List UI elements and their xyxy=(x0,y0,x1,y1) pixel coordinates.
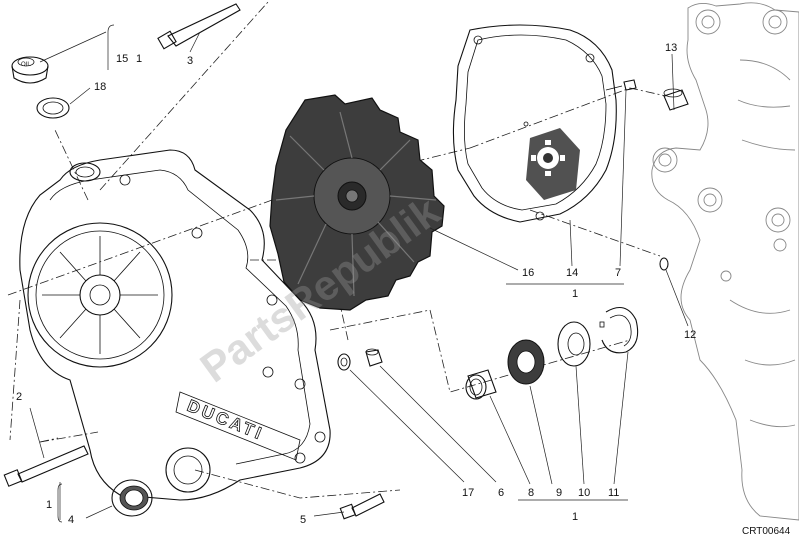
callout-8: 8 xyxy=(528,487,534,499)
callout-5: 5 xyxy=(300,514,306,526)
plug-6 xyxy=(365,348,383,367)
callout-1-left: 1 xyxy=(46,499,52,511)
o-ring-18 xyxy=(36,97,70,119)
callout-1-upper: 1 xyxy=(572,288,578,300)
callout-7: 7 xyxy=(615,267,621,279)
oil-filler-cap: OIL xyxy=(11,56,49,84)
dowel-13 xyxy=(663,88,689,111)
callout-1: 1 xyxy=(136,53,142,65)
bolt-5 xyxy=(339,493,385,520)
callout-14: 14 xyxy=(566,267,578,279)
callout-9: 9 xyxy=(556,487,562,499)
callout-2: 2 xyxy=(16,391,22,403)
inner-clutch-cover xyxy=(269,94,445,311)
seal-4 xyxy=(111,479,153,517)
gear-icon xyxy=(526,128,580,200)
callout-3: 3 xyxy=(187,55,193,67)
callout-18: 18 xyxy=(94,81,106,93)
oil-seal-9 xyxy=(507,339,545,385)
washer-17 xyxy=(337,353,351,371)
callout-6: 6 xyxy=(498,487,504,499)
screw-7 xyxy=(605,79,637,91)
outer-clutch-cover xyxy=(452,24,617,223)
svg-text:OIL: OIL xyxy=(21,62,31,68)
callout-17: 17 xyxy=(462,487,474,499)
o-ring-12 xyxy=(659,257,669,271)
bolt-3 xyxy=(157,3,241,50)
callout-12: 12 xyxy=(684,329,696,341)
leader-lines xyxy=(29,24,689,523)
callout-11: 11 xyxy=(608,487,619,499)
engine-case-outline xyxy=(651,2,799,521)
callout-4: 4 xyxy=(68,514,74,526)
washer-10 xyxy=(557,321,591,367)
callout-13: 13 xyxy=(665,42,677,54)
reference-code: CRT00644 xyxy=(742,526,791,537)
callout-labels: 15 1 18 3 13 16 14 7 1 12 2 1 4 5 17 6 8… xyxy=(16,42,696,526)
bushing-8 xyxy=(465,369,497,400)
bolt-2 xyxy=(3,445,89,487)
callout-10: 10 xyxy=(578,487,590,499)
callout-16: 16 xyxy=(522,267,534,279)
callout-15: 15 xyxy=(116,53,128,65)
circlip-11 xyxy=(599,306,639,354)
callout-1-lower: 1 xyxy=(572,511,578,523)
